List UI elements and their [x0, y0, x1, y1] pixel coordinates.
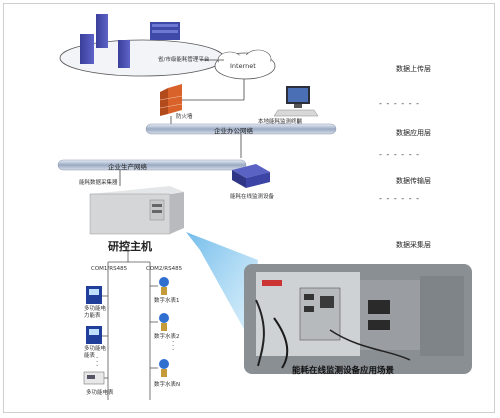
water-meter-icon: [159, 277, 169, 295]
water-meter-icon: [159, 313, 169, 331]
monitoring-device-label: 能耗在线监测设备: [230, 194, 275, 200]
bus-right-label: COM2/RS485: [146, 266, 183, 272]
power-meter-icon: [86, 326, 102, 344]
server-icon: [96, 14, 108, 48]
layer-separator: - - - - - -: [379, 194, 421, 203]
platform-label: 省/市级能耗管理平台: [158, 57, 210, 63]
industrial-pc-icon: [89, 186, 184, 235]
server-icon: [118, 40, 130, 68]
layer-collection-label: 数据采集层: [396, 241, 431, 249]
meter-right-label: 数字水表2: [154, 334, 180, 340]
firewall-icon: [159, 84, 183, 116]
internet-cloud-icon: [214, 49, 276, 80]
layer-upload-label: 数据上传层: [396, 65, 431, 73]
layer-application-label: 数据应用层: [396, 129, 431, 137]
scene-caption: 能耗在线监测设备应用场景: [292, 366, 395, 376]
server-icon: [80, 34, 94, 64]
water-meter-icon: [159, 359, 169, 377]
monitor-terminal-label: 本地能耗监测终端: [258, 119, 303, 125]
host-label: 研控主机: [108, 240, 152, 253]
meter-right-label: 数字水表1: [154, 298, 180, 304]
meter-left-label: 多功能电表: [86, 390, 114, 396]
bus-left-label: COM1/RS485: [91, 266, 128, 272]
power-meter-icon: [86, 286, 102, 304]
layer-separator: - - - - - -: [379, 150, 421, 159]
meter-left-label: 多功能电能表: [84, 346, 107, 359]
production-network-pipe: [57, 159, 247, 171]
diagram-frame: [3, 3, 495, 413]
zoom-beam: [186, 232, 258, 340]
bus-lines: [102, 248, 158, 400]
monitoring-device-icon: [232, 164, 270, 188]
production-network-label: 企业生产网络: [108, 163, 147, 171]
internet-label: Internet: [230, 62, 256, 70]
scene-photo: [244, 264, 472, 374]
computer-icon: [273, 86, 319, 117]
ellipsis-dots: · · ·: [172, 338, 175, 354]
office-network-label: 企业办公网络: [214, 127, 253, 135]
ellipsis-dots: · · ·: [96, 354, 99, 370]
firewall-label: 防火墙: [176, 114, 193, 120]
meter-left-label: 多功能电力能表: [84, 306, 107, 319]
meter-right-label: 数字水表N: [154, 382, 181, 388]
layer-separator: - - - - - -: [379, 99, 421, 108]
layer-transport-label: 数据传输层: [396, 177, 431, 185]
platform-cluster: [59, 14, 225, 77]
power-meter-icon: [83, 371, 105, 385]
collector-label: 能耗数据采集器: [79, 180, 118, 186]
